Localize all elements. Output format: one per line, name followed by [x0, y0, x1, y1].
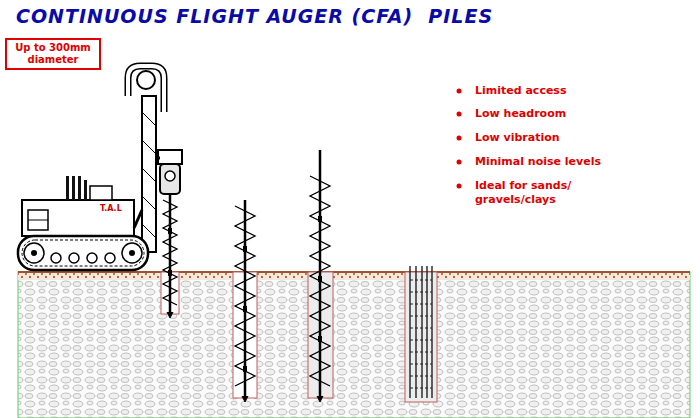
- title-holder: CONTINUOUS FLIGHT AUGER (CFA) PILES: [16, 4, 493, 28]
- auger-band: [318, 216, 322, 222]
- auger-flight: [310, 176, 330, 386]
- label-holder: Limited access: [475, 84, 635, 98]
- rebar-tie: [410, 352, 432, 353]
- auger-band: [168, 228, 172, 234]
- auger-tip: [242, 396, 248, 402]
- rig-mast: [142, 96, 156, 252]
- crawler-track: [18, 236, 148, 270]
- label-holder: Ideal for sands/ gravels/clays: [475, 179, 597, 207]
- rig-logo: T.A.L: [99, 204, 123, 214]
- auger-flight: [163, 200, 177, 305]
- feature-bullet: Minimal noise levels: [475, 155, 655, 169]
- auger-flight: [235, 206, 255, 386]
- wheel-hub: [129, 250, 135, 256]
- rebar-tie: [410, 364, 432, 365]
- diameter-box: Up to 300mm diameter: [5, 38, 101, 70]
- auger-tip: [167, 312, 173, 318]
- topsoil-strip: [18, 272, 690, 280]
- control-panel: [90, 186, 112, 200]
- label-holder: Low headroom: [475, 107, 635, 121]
- rebar-tie: [410, 340, 432, 341]
- label-holder: Low vibration: [475, 131, 635, 145]
- gravel-ground: [18, 272, 690, 418]
- rebar-tie: [410, 292, 432, 293]
- auger-shaft: [169, 194, 172, 314]
- auger-band: [243, 306, 247, 312]
- augers: [163, 150, 330, 402]
- rotary-head: [160, 164, 180, 194]
- auger-band: [318, 336, 322, 342]
- label-holder: T.A.L: [99, 204, 123, 214]
- auger-tip: [317, 396, 323, 402]
- control-levers: [66, 176, 87, 200]
- rig-pulley: [137, 71, 155, 89]
- rebar-tie: [410, 304, 432, 305]
- rotary-head-detail: [165, 171, 175, 181]
- diameter-note: Up to 300mm diameter: [11, 42, 95, 66]
- label-holder: Minimal noise levels: [475, 155, 655, 169]
- feature-bullet: Low vibration: [475, 131, 635, 145]
- rebar-tie: [410, 376, 432, 377]
- rig-detail: [28, 220, 48, 221]
- wheel-hub: [31, 250, 37, 256]
- rebar-tie: [410, 316, 432, 317]
- feature-bullet: Ideal for sands/ gravels/clays: [475, 179, 597, 207]
- diagram-title: CONTINUOUS FLIGHT AUGER (CFA) PILES: [16, 5, 493, 27]
- rig-engine-cover: [28, 210, 48, 230]
- ground-line: [18, 271, 690, 273]
- auger-band: [318, 276, 322, 282]
- auger-band: [243, 246, 247, 252]
- auger-band: [243, 366, 247, 372]
- feature-bullet: Limited access: [475, 84, 635, 98]
- auger-band: [168, 270, 172, 276]
- rebar-tie: [410, 388, 432, 389]
- rebar-ties: [410, 280, 432, 388]
- rotary-head: [158, 150, 182, 164]
- track-wheels: [24, 243, 142, 263]
- track-tread: [22, 240, 144, 266]
- mast-ram: [134, 210, 142, 228]
- bullet-dots: [457, 89, 462, 189]
- rebar-tie: [410, 280, 432, 281]
- feature-bullet: Low headroom: [475, 107, 635, 121]
- mast-lattice: [142, 112, 156, 238]
- auger-shaft: [244, 200, 247, 398]
- head-bracket: [156, 157, 160, 160]
- rig-body: [22, 200, 134, 236]
- rebar-tie: [410, 328, 432, 329]
- rebar-cage: [410, 266, 432, 398]
